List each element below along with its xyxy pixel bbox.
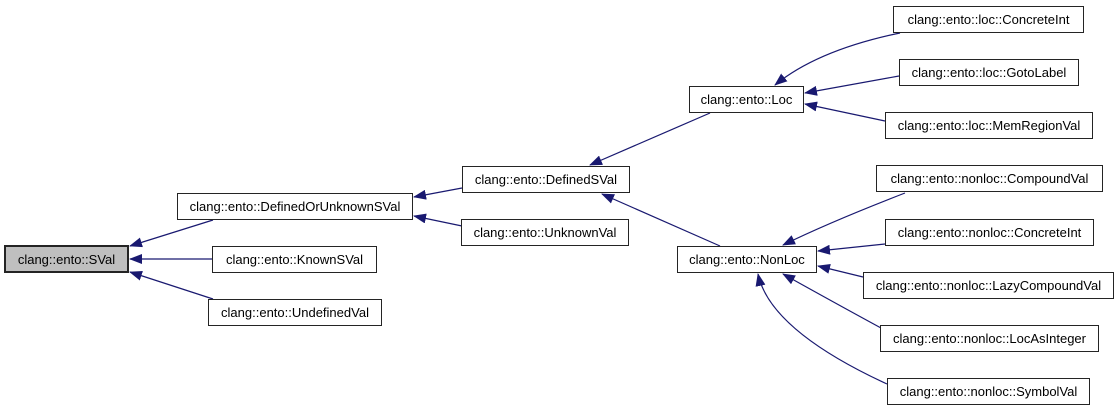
inheritance-edge-loc-ci-to-loc [774, 32, 901, 86]
inheritance-edge-loc-gl-to-loc [804, 75, 900, 96]
class-node-undefined[interactable]: clang::ento::UndefinedVal [208, 299, 382, 326]
class-node-nonloc-ci[interactable]: clang::ento::nonloc::ConcreteInt [885, 219, 1094, 246]
class-node-nonloc-lcv[interactable]: clang::ento::nonloc::LazyCompoundVal [863, 272, 1114, 299]
class-node-nonloc-sv[interactable]: clang::ento::nonloc::SymbolVal [887, 378, 1090, 405]
inheritance-edge-loc-mrv-to-loc [804, 101, 886, 122]
class-node-known[interactable]: clang::ento::KnownSVal [212, 246, 377, 273]
inheritance-edge-nonloc-lcv-to-nonloc [817, 263, 864, 278]
class-node-nonloc[interactable]: clang::ento::NonLoc [677, 246, 817, 273]
class-node-loc-mrv[interactable]: clang::ento::loc::MemRegionVal [885, 112, 1093, 139]
class-node-nonloc-cv[interactable]: clang::ento::nonloc::CompoundVal [876, 165, 1103, 192]
inheritance-edge-nonloc-sv-to-nonloc [755, 273, 888, 385]
inheritance-edge-nonloc-cv-to-nonloc [782, 192, 906, 246]
inheritance-edge-undefined-to-sval [129, 270, 214, 300]
class-node-loc-ci[interactable]: clang::ento::loc::ConcreteInt [893, 6, 1084, 33]
inheritance-edge-nonloc-ci-to-nonloc [817, 243, 886, 255]
class-node-loc-gl[interactable]: clang::ento::loc::GotoLabel [899, 59, 1079, 86]
inheritance-edge-nonloc-to-defined [601, 193, 721, 247]
inheritance-edge-unknown-to-dou [413, 213, 463, 227]
class-node-sval: clang::ento::SVal [4, 245, 129, 273]
class-node-nonloc-lai[interactable]: clang::ento::nonloc::LocAsInteger [880, 325, 1099, 352]
inheritance-edge-nonloc-lai-to-nonloc [782, 273, 882, 329]
inheritance-edge-loc-to-defined [589, 112, 711, 166]
class-node-unknown[interactable]: clang::ento::UnknownVal [461, 219, 629, 246]
class-node-loc[interactable]: clang::ento::Loc [689, 86, 804, 113]
inheritance-edge-defined-to-dou [413, 187, 463, 200]
inheritance-edge-dou-to-sval [129, 219, 214, 248]
class-node-defined[interactable]: clang::ento::DefinedSVal [462, 166, 630, 193]
class-node-dou[interactable]: clang::ento::DefinedOrUnknownSVal [177, 193, 413, 220]
